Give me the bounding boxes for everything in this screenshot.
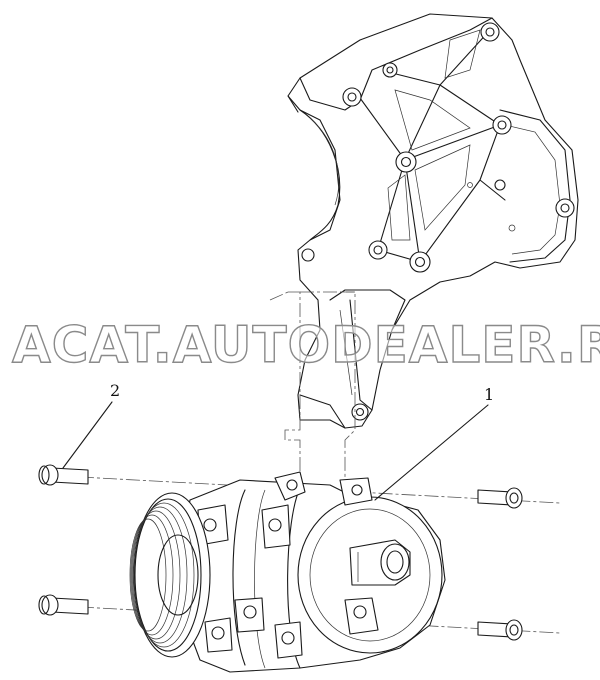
leader-lines (62, 401, 489, 501)
bolt-lower-left (38, 594, 89, 616)
port-fitting (349, 539, 411, 586)
bolt-lower-right (477, 619, 523, 641)
bolt-upper-left (38, 464, 89, 486)
bolt-upper-right (477, 487, 523, 509)
mounting-ears (197, 471, 379, 659)
mounting-bracket (287, 13, 579, 429)
ac-compressor (129, 471, 446, 673)
watermark: ACAT.AUTODEALER.RU (12, 316, 600, 374)
callout-1: 1 (484, 385, 494, 404)
boss-holes (301, 22, 575, 421)
drive-pulley (129, 492, 211, 658)
callout-2: 2 (110, 381, 120, 400)
